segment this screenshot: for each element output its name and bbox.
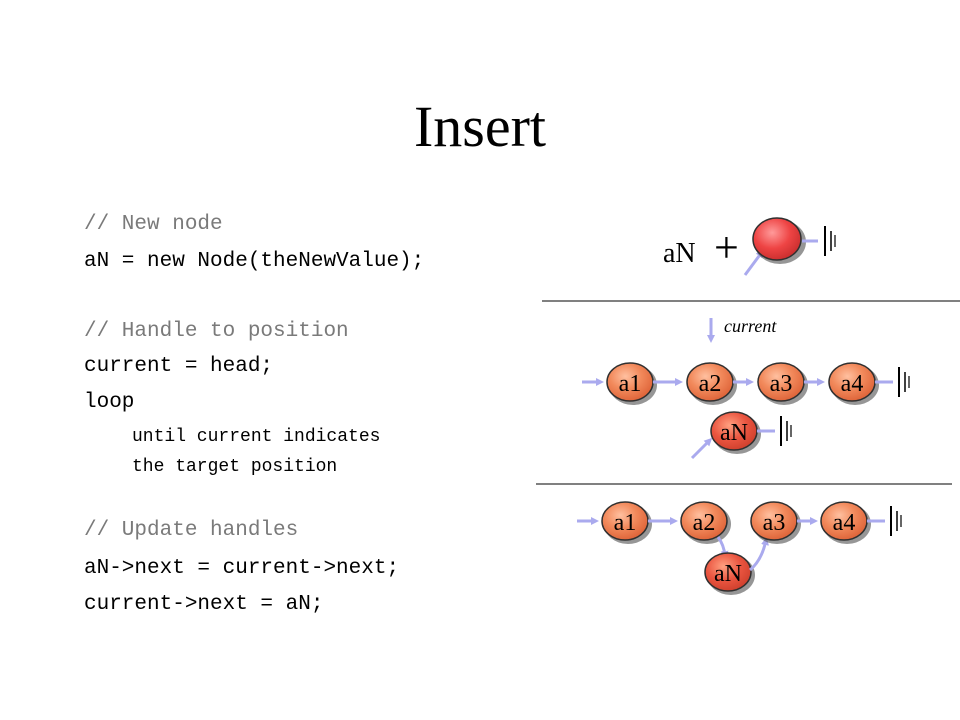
list-after-insert: a1 a2 aN a3 a4: [577, 501, 902, 595]
pointer-arrow: [743, 249, 764, 276]
link-arrow: [749, 537, 769, 572]
plus-sign: +: [714, 223, 739, 272]
code-line-next-assign: aN->next = current->next;: [84, 557, 400, 580]
new-node: [752, 217, 802, 261]
slide-title: Insert: [413, 94, 547, 159]
node-label: a1: [614, 510, 637, 536]
node-label: a1: [619, 371, 642, 397]
new-node-label: aN: [663, 238, 696, 269]
code-line-until: until current indicates: [132, 427, 381, 447]
code-line-target: the target position: [132, 457, 338, 477]
node-a2: [680, 501, 728, 541]
code-line-loop: loop: [84, 391, 135, 414]
null-terminator-icon: [780, 416, 792, 446]
code-comment-new-node: // New node: [84, 213, 223, 236]
node-label: aN: [720, 420, 748, 446]
node-label: a2: [693, 510, 716, 536]
code-comment-update: // Update handles: [84, 519, 299, 542]
code-line-current-next: current->next = aN;: [84, 593, 324, 616]
node-label: a4: [841, 371, 864, 397]
current-label: current: [724, 316, 777, 336]
node-aN: [704, 552, 752, 592]
node-label: a3: [763, 510, 786, 536]
code-comment-handle: // Handle to position: [84, 320, 349, 343]
code-line-new-node: aN = new Node(theNewValue);: [84, 250, 425, 273]
list-before-insert: current a1 a2 a3 a4: [582, 316, 910, 460]
code-line-current-head: current = head;: [84, 355, 274, 378]
pointer-arrow: [690, 437, 713, 460]
node-label: aN: [714, 561, 742, 587]
null-terminator-icon: [898, 367, 910, 397]
node-label: a4: [833, 510, 856, 536]
node-label: a3: [770, 371, 793, 397]
null-terminator-icon: [824, 226, 836, 256]
node-label: a2: [699, 371, 722, 397]
new-node-group: aN +: [663, 217, 836, 276]
null-terminator-icon: [890, 506, 902, 536]
